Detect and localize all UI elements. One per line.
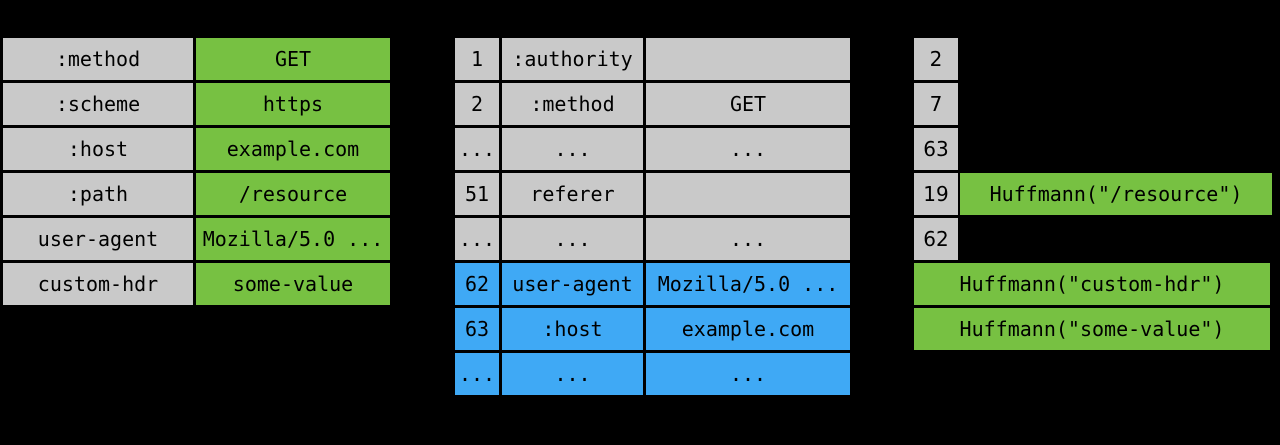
index-cell: ... bbox=[455, 128, 499, 170]
entry-name-cell: user-agent bbox=[502, 263, 643, 305]
index-cell: 1 bbox=[455, 38, 499, 80]
index-cell: 51 bbox=[455, 173, 499, 215]
hpack-index-table: 1 :authority 2 :method GET ... ... ... 5… bbox=[455, 38, 850, 395]
entry-name-cell: ... bbox=[502, 353, 643, 395]
entry-value-cell: GET bbox=[646, 83, 850, 125]
encoded-index-box: 7 bbox=[914, 83, 958, 125]
header-name-cell: :host bbox=[3, 128, 193, 170]
header-value-cell: https bbox=[196, 83, 390, 125]
entry-name-cell: ... bbox=[502, 218, 643, 260]
encoded-index-box: 62 bbox=[914, 218, 958, 260]
header-name-cell: custom-hdr bbox=[3, 263, 193, 305]
index-cell: ... bbox=[455, 218, 499, 260]
header-name-cell: user-agent bbox=[3, 218, 193, 260]
header-value-cell: Mozilla/5.0 ... bbox=[196, 218, 390, 260]
index-cell: 2 bbox=[455, 83, 499, 125]
entry-value-cell: example.com bbox=[646, 308, 850, 350]
entry-name-cell: :method bbox=[502, 83, 643, 125]
request-headers-table: :method GET :scheme https :host example.… bbox=[3, 38, 390, 305]
entry-name-cell: ... bbox=[502, 128, 643, 170]
header-name-cell: :scheme bbox=[3, 83, 193, 125]
encoded-index-box: 2 bbox=[914, 38, 958, 80]
entry-name-cell: :host bbox=[502, 308, 643, 350]
entry-value-cell bbox=[646, 173, 850, 215]
entry-value-cell: ... bbox=[646, 353, 850, 395]
entry-value-cell: ... bbox=[646, 128, 850, 170]
index-cell: 62 bbox=[455, 263, 499, 305]
header-value-cell: /resource bbox=[196, 173, 390, 215]
index-cell: ... bbox=[455, 353, 499, 395]
encoded-index-box: 63 bbox=[914, 128, 958, 170]
entry-value-cell bbox=[646, 38, 850, 80]
header-name-cell: :method bbox=[3, 38, 193, 80]
header-value-cell: some-value bbox=[196, 263, 390, 305]
entry-name-cell: :authority bbox=[502, 38, 643, 80]
huffmann-literal-some-value: Huffmann("some-value") bbox=[914, 308, 1270, 350]
huffmann-literal-resource: Huffmann("/resource") bbox=[960, 173, 1272, 215]
encoded-header-block: 2 7 63 19 62 Huffmann("/resource") Huffm… bbox=[914, 38, 1280, 353]
entry-value-cell: ... bbox=[646, 218, 850, 260]
entry-value-cell: Mozilla/5.0 ... bbox=[646, 263, 850, 305]
header-value-cell: GET bbox=[196, 38, 390, 80]
header-name-cell: :path bbox=[3, 173, 193, 215]
encoded-index-box: 19 bbox=[914, 173, 958, 215]
index-cell: 63 bbox=[455, 308, 499, 350]
header-value-cell: example.com bbox=[196, 128, 390, 170]
huffmann-literal-custom-hdr: Huffmann("custom-hdr") bbox=[914, 263, 1270, 305]
entry-name-cell: referer bbox=[502, 173, 643, 215]
